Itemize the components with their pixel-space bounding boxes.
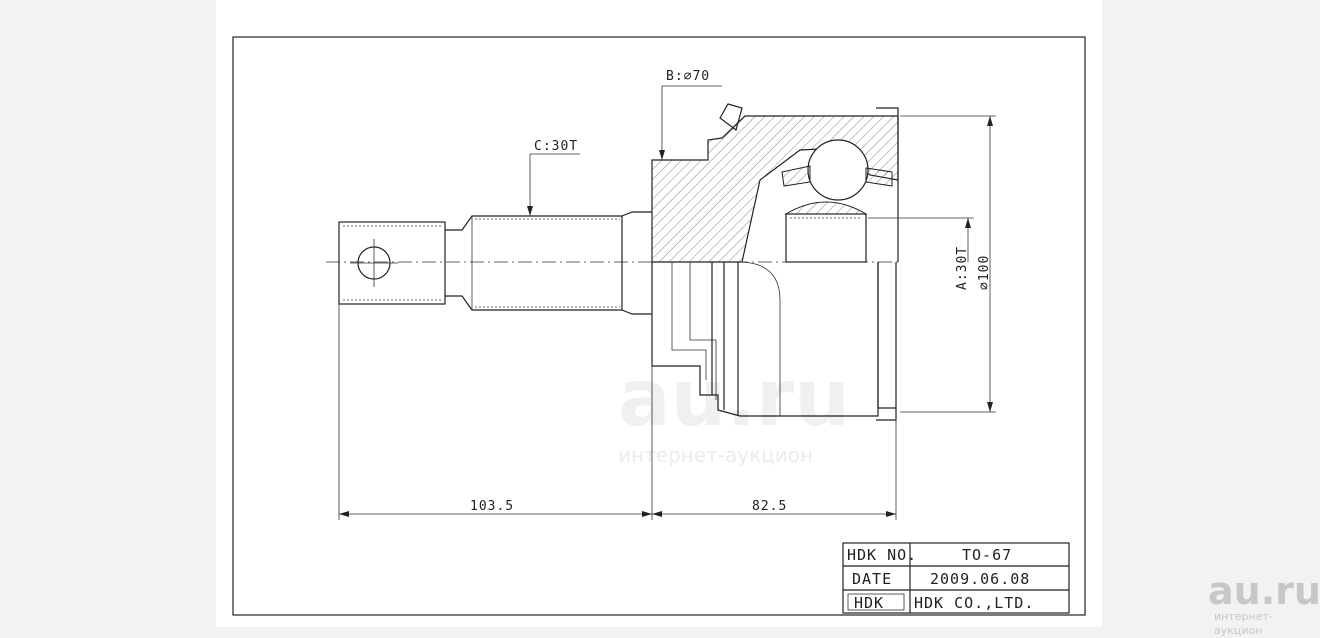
date-value: 2009.06.08 (930, 570, 1030, 588)
a-spline-label: A:30T (955, 246, 970, 290)
drawing-sheet: A:30T ⌀100 B:⌀70 C:30T 103.5 82.5 HDK NO… (216, 0, 1102, 627)
corner-watermark-subtext: интернет-аукцион (1214, 610, 1273, 637)
b-diameter-label: B:⌀70 (666, 69, 710, 84)
c-leader (527, 153, 580, 216)
corner-watermark: au.ru интернет-аукцион (1208, 572, 1320, 638)
b-leader (659, 85, 722, 160)
shaft-threaded-end (338, 221, 446, 305)
company-name: HDK CO.,LTD. (914, 594, 1034, 612)
part-no-label: HDK NO. (847, 546, 917, 564)
outer-diameter-label: ⌀100 (977, 255, 992, 290)
corner-watermark-text: au.ru (1208, 569, 1320, 613)
part-no-value: TO-67 (962, 546, 1012, 564)
c-spline-label: C:30T (534, 139, 578, 154)
date-label: DATE (852, 570, 892, 588)
shaft-spline-body (445, 211, 652, 315)
joint-length-dimension: 82.5 (752, 499, 787, 514)
title-block (842, 542, 1070, 614)
horizontal-dimensions (338, 304, 897, 520)
center-watermark: au.ru (618, 354, 850, 444)
shaft-length-dimension: 103.5 (470, 499, 514, 514)
center-watermark-subtext: интернет-аукцион (618, 443, 813, 467)
company-logo: HDK (854, 594, 884, 612)
boot-outline (651, 116, 899, 421)
drawing-border (232, 36, 1086, 616)
ball-cage (781, 139, 893, 263)
vertical-dimensions (868, 115, 996, 413)
technical-drawing: A:30T ⌀100 B:⌀70 C:30T 103.5 82.5 HDK NO… (232, 36, 1086, 616)
